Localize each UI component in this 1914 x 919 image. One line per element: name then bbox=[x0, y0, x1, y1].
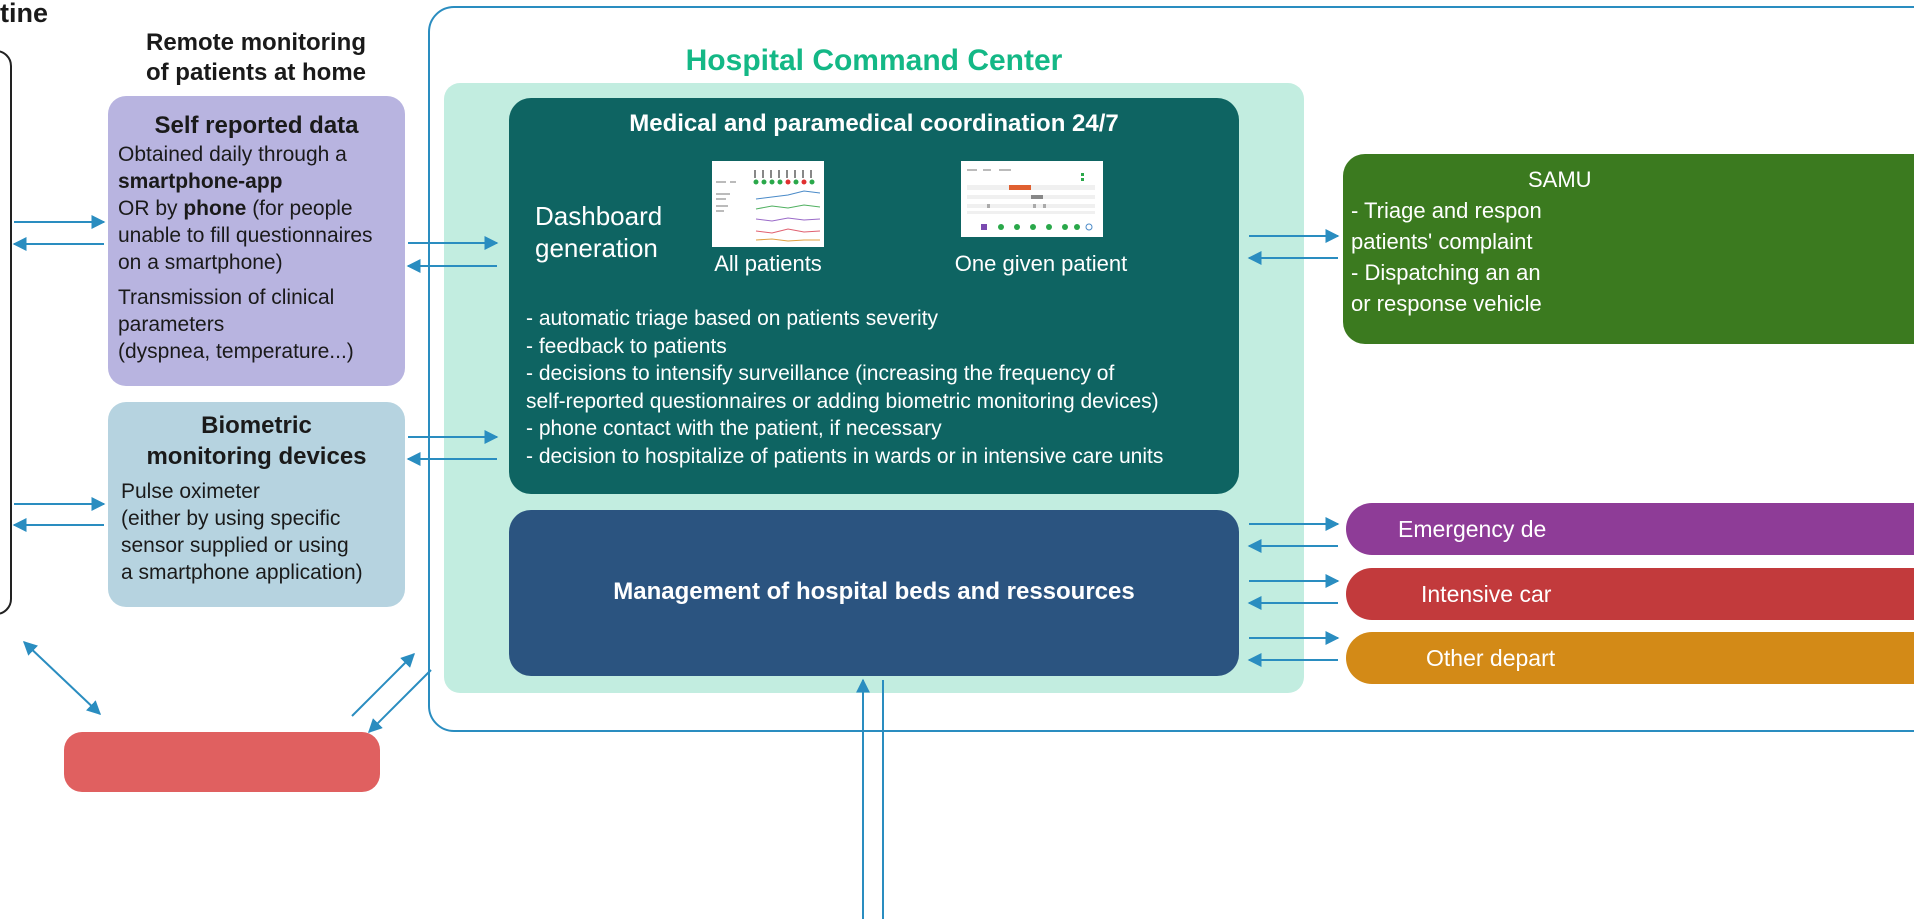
coordination-box bbox=[509, 98, 1239, 494]
self-reported-line: unable to fill questionnaires bbox=[118, 224, 373, 247]
arrow bbox=[351, 653, 415, 717]
coordination-title: Medical and paramedical coordination 24/… bbox=[629, 110, 1119, 137]
emergency-department-box: Emergency de bbox=[1346, 503, 1914, 555]
all-patients-chart-thumbnail bbox=[716, 170, 821, 242]
samu-box: SAMU - Triage and respon patients' compl… bbox=[1343, 154, 1914, 344]
biometric-title-line1: Biometric bbox=[201, 412, 312, 439]
command-center-title: Hospital Command Center bbox=[685, 44, 1063, 77]
intensive-care-label: Intensive car bbox=[1421, 581, 1552, 607]
samu-line: or response vehicle bbox=[1351, 291, 1542, 316]
arrow bbox=[22, 641, 102, 715]
management-box bbox=[509, 510, 1239, 676]
all-patients-label: All patients bbox=[714, 251, 822, 276]
self-reported-line: (dyspnea, temperature...) bbox=[118, 340, 354, 363]
other-departments-label: Other depart bbox=[1426, 645, 1556, 671]
coordination-bullets: - automatic triage based on patients sev… bbox=[526, 305, 1163, 470]
self-reported-line: parameters bbox=[118, 313, 225, 336]
emergency-department-label: Emergency de bbox=[1398, 516, 1547, 542]
biometric-title-line2: monitoring devices bbox=[146, 443, 367, 470]
bullet-line: self-reported questionnaires or adding b… bbox=[526, 389, 1159, 413]
bottom-red-box bbox=[64, 732, 380, 792]
remote-heading-line2: of patients at home bbox=[145, 59, 367, 86]
hospital-frame bbox=[428, 6, 1914, 732]
biometric-box: Biometric monitoring devices Pulse oxime… bbox=[108, 402, 405, 607]
bullet-line: - feedback to patients bbox=[526, 334, 727, 358]
bullet-line: - decision to hospitalize of patients in… bbox=[526, 444, 1164, 468]
dashboard-label: Dashboard generation bbox=[535, 200, 662, 264]
samu-title: SAMU bbox=[1528, 167, 1592, 192]
text-span: (for people bbox=[246, 197, 353, 220]
all-patients-dashboard-thumbnail bbox=[712, 161, 824, 247]
biometric-line: (either by using specific bbox=[121, 507, 341, 530]
dashboard-line2: generation bbox=[535, 233, 658, 263]
self-reported-title: Self reported data bbox=[154, 112, 359, 139]
remote-heading-line1: Remote monitoring bbox=[146, 29, 366, 56]
bullet-line: - automatic triage based on patients sev… bbox=[526, 307, 939, 330]
biometric-line: a smartphone application) bbox=[121, 561, 363, 584]
samu-line: - Triage and respon bbox=[1351, 198, 1542, 223]
remote-monitoring-heading: Remote monitoring of patients at home bbox=[108, 28, 404, 88]
text-span: OR by bbox=[118, 197, 184, 220]
management-title: Management of hospital beds and ressourc… bbox=[613, 578, 1135, 605]
one-patient-dashboard-thumbnail bbox=[961, 161, 1103, 237]
text-span-bold: phone bbox=[183, 197, 247, 220]
arrow bbox=[368, 669, 432, 733]
self-reported-box: Self reported data Obtained daily throug… bbox=[108, 96, 405, 386]
intensive-care-box: Intensive car bbox=[1346, 568, 1914, 620]
other-departments-box: Other depart bbox=[1346, 632, 1914, 684]
samu-line: patients' complaint bbox=[1351, 229, 1533, 254]
biometric-title: Biometric monitoring devices bbox=[121, 410, 392, 472]
self-reported-line: Transmission of clinical bbox=[118, 286, 335, 309]
samu-line: - Dispatching an an bbox=[1351, 260, 1541, 285]
self-reported-line: Obtained daily through a bbox=[118, 143, 347, 166]
one-patient-chart-thumbnail bbox=[967, 169, 1095, 231]
one-patient-label: One given patient bbox=[954, 251, 1128, 276]
bullet-line: - decisions to intensify surveillance (i… bbox=[526, 362, 1115, 385]
self-reported-line: OR by phone (for people bbox=[118, 195, 405, 222]
self-reported-line: smartphone-app bbox=[118, 170, 283, 193]
dashboard-line1: Dashboard bbox=[535, 201, 663, 231]
biometric-line: sensor supplied or using bbox=[121, 534, 349, 557]
section-heading-cut: tine bbox=[0, 0, 49, 28]
self-reported-line: on a smartphone) bbox=[118, 251, 283, 274]
biometric-line: Pulse oximeter bbox=[121, 480, 260, 503]
bullet-line: - phone contact with the patient, if nec… bbox=[526, 417, 942, 440]
